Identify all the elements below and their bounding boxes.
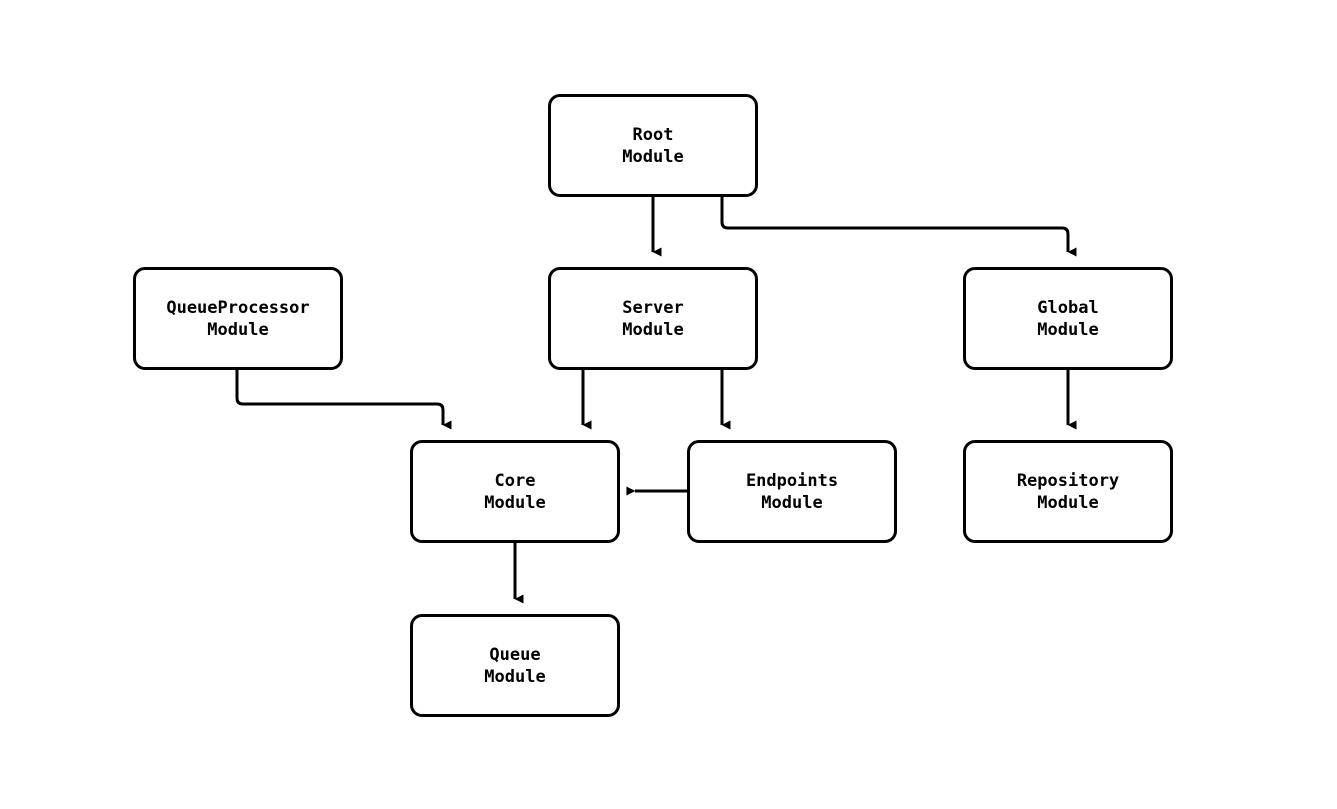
node-queueprocessor[interactable]: QueueProcessor Module: [133, 267, 343, 370]
node-label-endpoints: Endpoints Module: [745, 470, 839, 513]
node-core[interactable]: Core Module: [410, 440, 620, 543]
node-root[interactable]: Root Module: [548, 94, 758, 197]
node-queue[interactable]: Queue Module: [410, 614, 620, 717]
node-server[interactable]: Server Module: [548, 267, 758, 370]
edge-queueprocessor-core: [235, 370, 452, 430]
node-label-global: Global Module: [1037, 297, 1099, 340]
edge-root-global: [720, 197, 1077, 257]
node-label-queueprocessor: QueueProcessor Module: [166, 297, 310, 340]
node-global[interactable]: Global Module: [963, 267, 1173, 370]
node-label-server: Server Module: [622, 297, 684, 340]
node-repository[interactable]: Repository Module: [963, 440, 1173, 543]
node-label-root: Root Module: [622, 124, 684, 167]
node-label-queue: Queue Module: [484, 644, 546, 687]
node-label-repository: Repository Module: [1016, 470, 1120, 513]
node-label-core: Core Module: [484, 470, 546, 513]
node-endpoints[interactable]: Endpoints Module: [687, 440, 897, 543]
